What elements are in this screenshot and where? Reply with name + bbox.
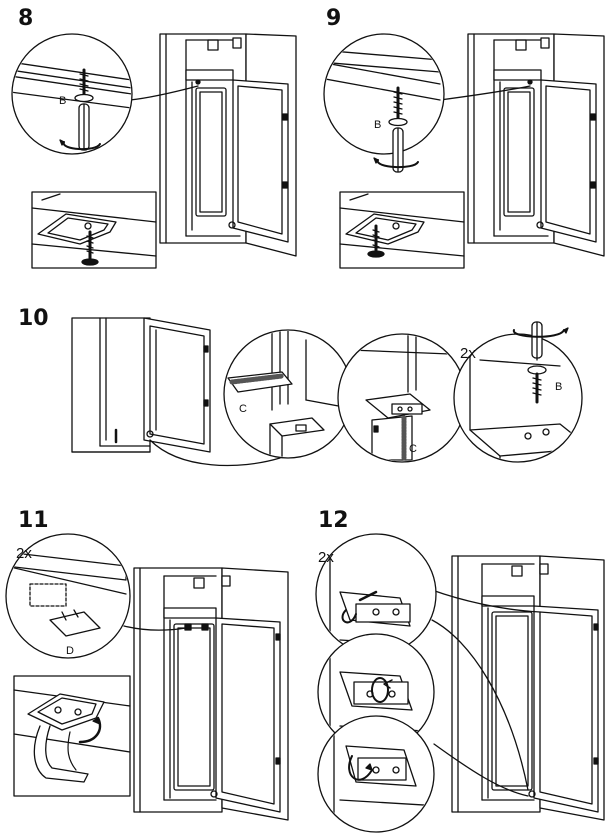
step-number-11: 11 bbox=[18, 508, 49, 533]
label-b: B bbox=[59, 95, 66, 107]
magnify-circle-screw-b bbox=[11, 33, 133, 155]
cabinet-illustration-step-8 bbox=[159, 33, 297, 257]
cabinet-illustration-step-11 bbox=[133, 567, 289, 821]
step-11-panel: 2x D bbox=[5, 533, 289, 821]
label-b: B bbox=[374, 119, 381, 131]
step-9-panel: B bbox=[323, 33, 605, 269]
callout-line bbox=[431, 589, 541, 613]
label-b: B bbox=[555, 381, 562, 393]
callout-line bbox=[129, 85, 199, 101]
inset-box-step-11 bbox=[13, 675, 131, 797]
callout-line bbox=[431, 619, 529, 791]
callout-line bbox=[123, 625, 187, 631]
cabinet-illustration-step-9 bbox=[467, 33, 605, 257]
step-number-9: 9 bbox=[326, 6, 342, 31]
inset-box-step-9 bbox=[339, 191, 465, 269]
step-number-8: 8 bbox=[18, 6, 34, 31]
magnify-circle-cover-c-installed bbox=[337, 333, 467, 463]
label-d: D bbox=[66, 645, 74, 657]
magnify-circle-cover-c bbox=[223, 329, 353, 459]
magnify-circle-cover-d bbox=[5, 533, 131, 659]
magnify-circle-hinge-3 bbox=[317, 715, 435, 833]
label-2x: 2x bbox=[460, 345, 476, 362]
cabinet-bottom-illustration bbox=[71, 317, 211, 453]
magnify-circle-hinge-2 bbox=[317, 633, 435, 751]
callout-line bbox=[433, 743, 529, 797]
magnify-circle-screw-b bbox=[323, 33, 445, 173]
label-2x: 2x bbox=[318, 549, 334, 566]
label-c: C bbox=[239, 403, 247, 415]
step-12-panel: 2x bbox=[315, 533, 605, 833]
step-number-12: 12 bbox=[318, 508, 349, 533]
label-c: C bbox=[409, 443, 417, 455]
magnify-circle-screws-b bbox=[453, 321, 583, 463]
step-number-10: 10 bbox=[18, 306, 49, 331]
step-8-panel: B bbox=[11, 33, 297, 269]
callout-line bbox=[439, 85, 531, 101]
inset-box-step-8 bbox=[31, 191, 157, 269]
cabinet-illustration-step-12 bbox=[451, 555, 605, 821]
label-2x: 2x bbox=[16, 545, 32, 562]
step-10-panel: C C bbox=[71, 317, 583, 467]
callout-line bbox=[149, 439, 281, 467]
